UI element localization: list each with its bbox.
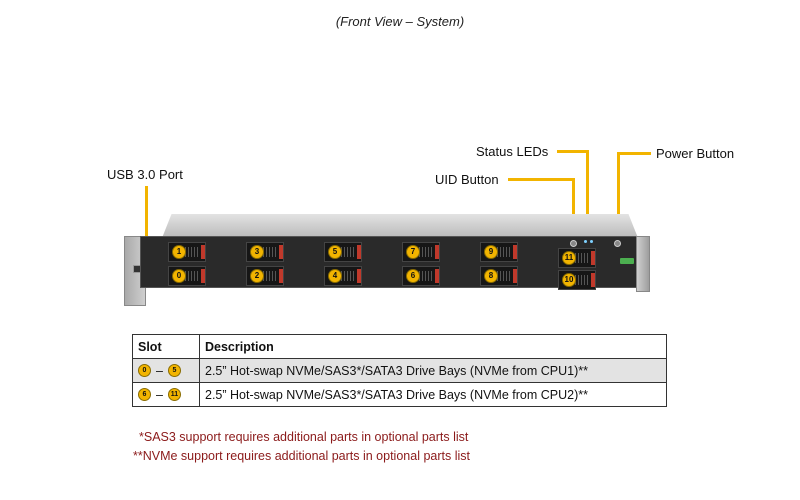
- drive-bay-2[interactable]: 2: [246, 266, 284, 286]
- uid-button-icon[interactable]: [570, 240, 577, 247]
- slot-badge-start: 0: [138, 364, 151, 378]
- bay-number-badge: 11: [562, 251, 576, 265]
- drive-bay-3[interactable]: 3: [246, 242, 284, 262]
- drive-bay-9[interactable]: 9: [480, 242, 518, 262]
- bay-number-badge: 0: [172, 269, 186, 283]
- bay-number-badge: 7: [406, 245, 420, 259]
- slot-range-cell: 6–11: [132, 382, 200, 407]
- table-row: 0–5 2.5” Hot-swap NVMe/SAS3*/SATA3 Drive…: [132, 358, 667, 383]
- bay-number-badge: 3: [250, 245, 264, 259]
- vendor-logo: [620, 258, 634, 264]
- power-leader-v: [617, 152, 620, 242]
- power-button-icon[interactable]: [614, 240, 621, 247]
- slot-description-table: Slot Description 0–5 2.5” Hot-swap NVMe/…: [132, 334, 667, 407]
- bay-number-badge: 8: [484, 269, 498, 283]
- server-top-cover: [162, 214, 638, 238]
- bay-number-badge: 9: [484, 245, 498, 259]
- drive-bay-6[interactable]: 6: [402, 266, 440, 286]
- slot-column-header: Slot: [132, 334, 200, 359]
- server-front-view: 1 3 5 7 9 11 0 2 4 6 8 10: [124, 214, 650, 306]
- status-leds-leader-v: [586, 150, 589, 242]
- right-rack-ear: [636, 236, 650, 292]
- description-column-header: Description: [199, 334, 667, 359]
- slot-badge-end: 5: [167, 364, 181, 378]
- power-button-label: Power Button: [656, 146, 735, 161]
- uid-leader-v: [572, 178, 575, 242]
- table-row: 6–11 2.5” Hot-swap NVMe/SAS3*/SATA3 Driv…: [132, 382, 667, 407]
- drive-bay-0[interactable]: 0: [168, 266, 206, 286]
- slot-badge-end: 11: [167, 388, 181, 402]
- bay-number-badge: 1: [172, 245, 186, 259]
- table-header-row: Slot Description: [132, 334, 667, 359]
- drive-bay-5[interactable]: 5: [324, 242, 362, 262]
- bay-number-badge: 5: [328, 245, 342, 259]
- usb-leader-line: [145, 186, 148, 242]
- usb-port-label: USB 3.0 Port: [107, 167, 183, 182]
- server-chassis: [140, 236, 640, 288]
- description-cell: 2.5” Hot-swap NVMe/SAS3*/SATA3 Drive Bay…: [199, 382, 667, 407]
- figure-caption: (Front View – System): [335, 14, 465, 29]
- status-leds-label: Status LEDs: [476, 144, 549, 159]
- slot-range-cell: 0–5: [132, 358, 200, 383]
- uid-button-label: UID Button: [435, 172, 499, 187]
- drive-bay-8[interactable]: 8: [480, 266, 518, 286]
- uid-leader-h: [508, 178, 575, 181]
- sas3-footnote: *SAS3 support requires additional parts …: [139, 430, 469, 444]
- drive-bay-10[interactable]: 10: [558, 270, 596, 290]
- drive-bay-4[interactable]: 4: [324, 266, 362, 286]
- control-panel: [562, 240, 622, 247]
- bay-number-badge: 6: [406, 269, 420, 283]
- bay-number-badge: 2: [250, 269, 264, 283]
- description-cell: 2.5” Hot-swap NVMe/SAS3*/SATA3 Drive Bay…: [199, 358, 667, 383]
- status-leds-leader-h: [557, 150, 589, 153]
- range-dash: –: [156, 363, 163, 378]
- drive-bay-7[interactable]: 7: [402, 242, 440, 262]
- bay-number-badge: 4: [328, 269, 342, 283]
- drive-bay-1[interactable]: 1: [168, 242, 206, 262]
- status-led-icon: [590, 240, 593, 243]
- status-led-icon: [584, 240, 587, 243]
- slot-badge-start: 6: [138, 388, 151, 402]
- bay-number-badge: 10: [562, 273, 576, 287]
- range-dash: –: [156, 387, 163, 402]
- nvme-footnote: **NVMe support requires additional parts…: [133, 449, 470, 463]
- power-leader-h: [617, 152, 651, 155]
- drive-bay-11[interactable]: 11: [558, 248, 596, 268]
